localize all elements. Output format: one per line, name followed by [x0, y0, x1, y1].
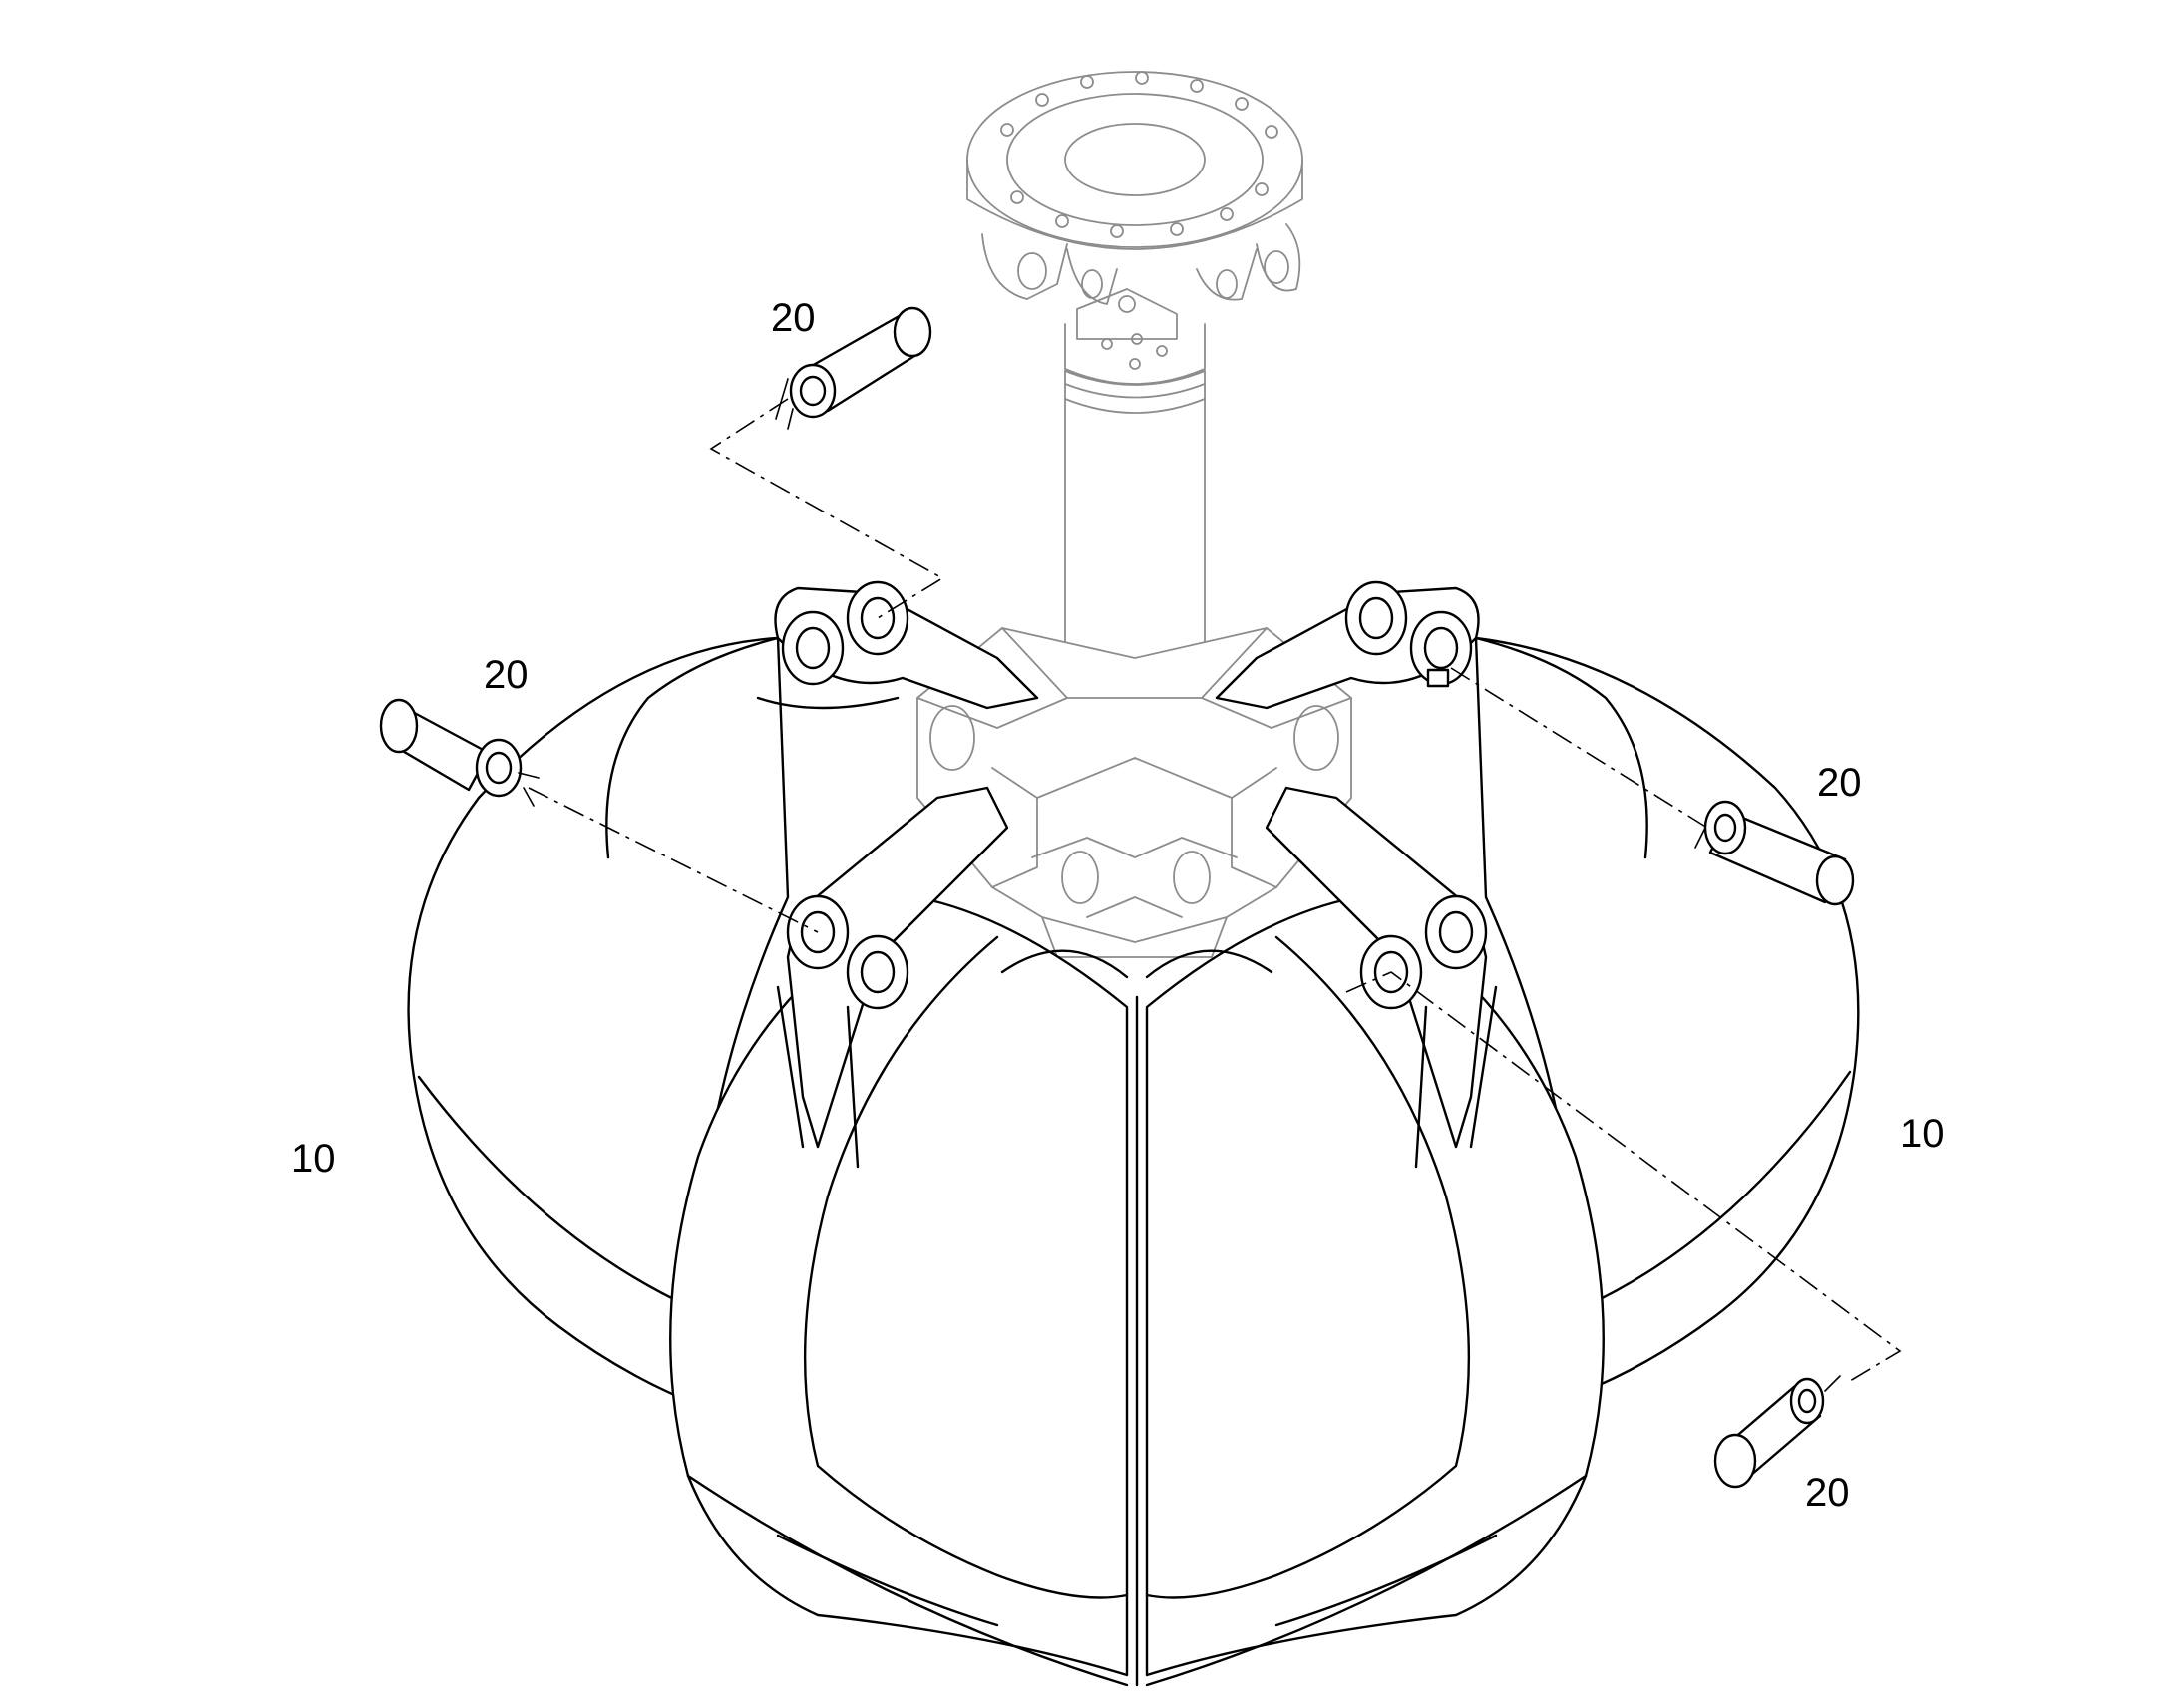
pin-mid-right — [1694, 800, 1855, 906]
pin-bottom-right — [1713, 1375, 1841, 1489]
grab-shell-front-left — [669, 895, 1129, 1677]
pin-top-left — [775, 306, 932, 430]
callout-pin-bottom-right: 20 — [1805, 1471, 1850, 1515]
arm-bracket-top-left — [756, 580, 1039, 710]
callout-pin-mid-right: 20 — [1817, 761, 1862, 805]
assembly-axis-lines — [528, 398, 1902, 1382]
rotator-lugs-ghost — [981, 223, 1301, 340]
callout-shell-left: 10 — [291, 1137, 336, 1181]
neck-column-ghost — [1064, 323, 1206, 704]
pin-mid-left — [379, 698, 540, 807]
callout-pin-mid-left: 20 — [484, 653, 529, 697]
arm-bracket-top-right — [1215, 580, 1480, 710]
callout-shell-right: 10 — [1900, 1112, 1945, 1156]
center-hub-ghost — [916, 627, 1352, 958]
rotator-flange-ghost — [966, 71, 1303, 250]
callout-pin-top-left: 20 — [771, 296, 816, 340]
grab-shell-front-right — [1135, 895, 1605, 1687]
shell-bottom-lip — [686, 1474, 1588, 1687]
